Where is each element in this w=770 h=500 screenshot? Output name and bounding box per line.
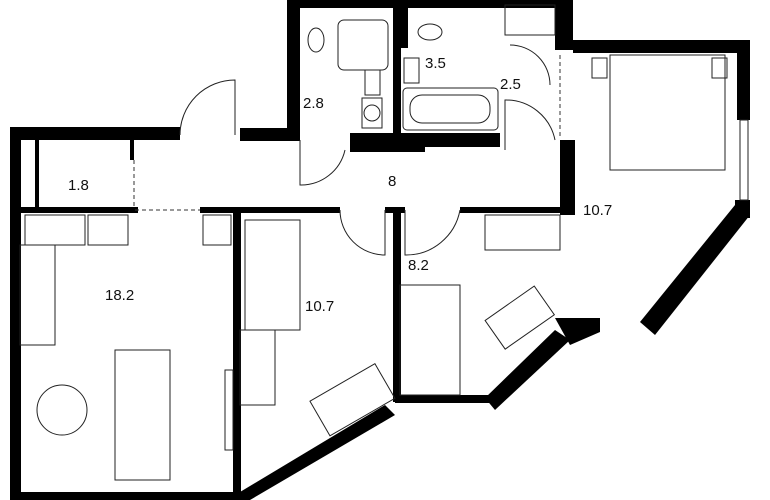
room-area-bathroom-shower: 2.8 — [303, 95, 324, 112]
furniture — [19, 4, 749, 481]
room-area-bathroom-tub: 3.5 — [425, 55, 446, 72]
walls — [10, 0, 750, 500]
doors — [179, 44, 556, 256]
room-area-bedroom-master: 10.7 — [583, 202, 612, 219]
room-area-wardrobe: 2.5 — [500, 76, 521, 93]
room-area-bedroom-child: 10.7 — [305, 298, 334, 315]
room-area-kitchen-living: 18.2 — [105, 287, 134, 304]
room-area-closet: 1.8 — [68, 177, 89, 194]
room-area-hallway: 8 — [388, 173, 396, 190]
room-labels: 1.8 18.2 2.8 3.5 2.5 8 10.7 8.2 10.7 — [68, 55, 612, 315]
room-area-bedroom-small: 8.2 — [408, 257, 429, 274]
